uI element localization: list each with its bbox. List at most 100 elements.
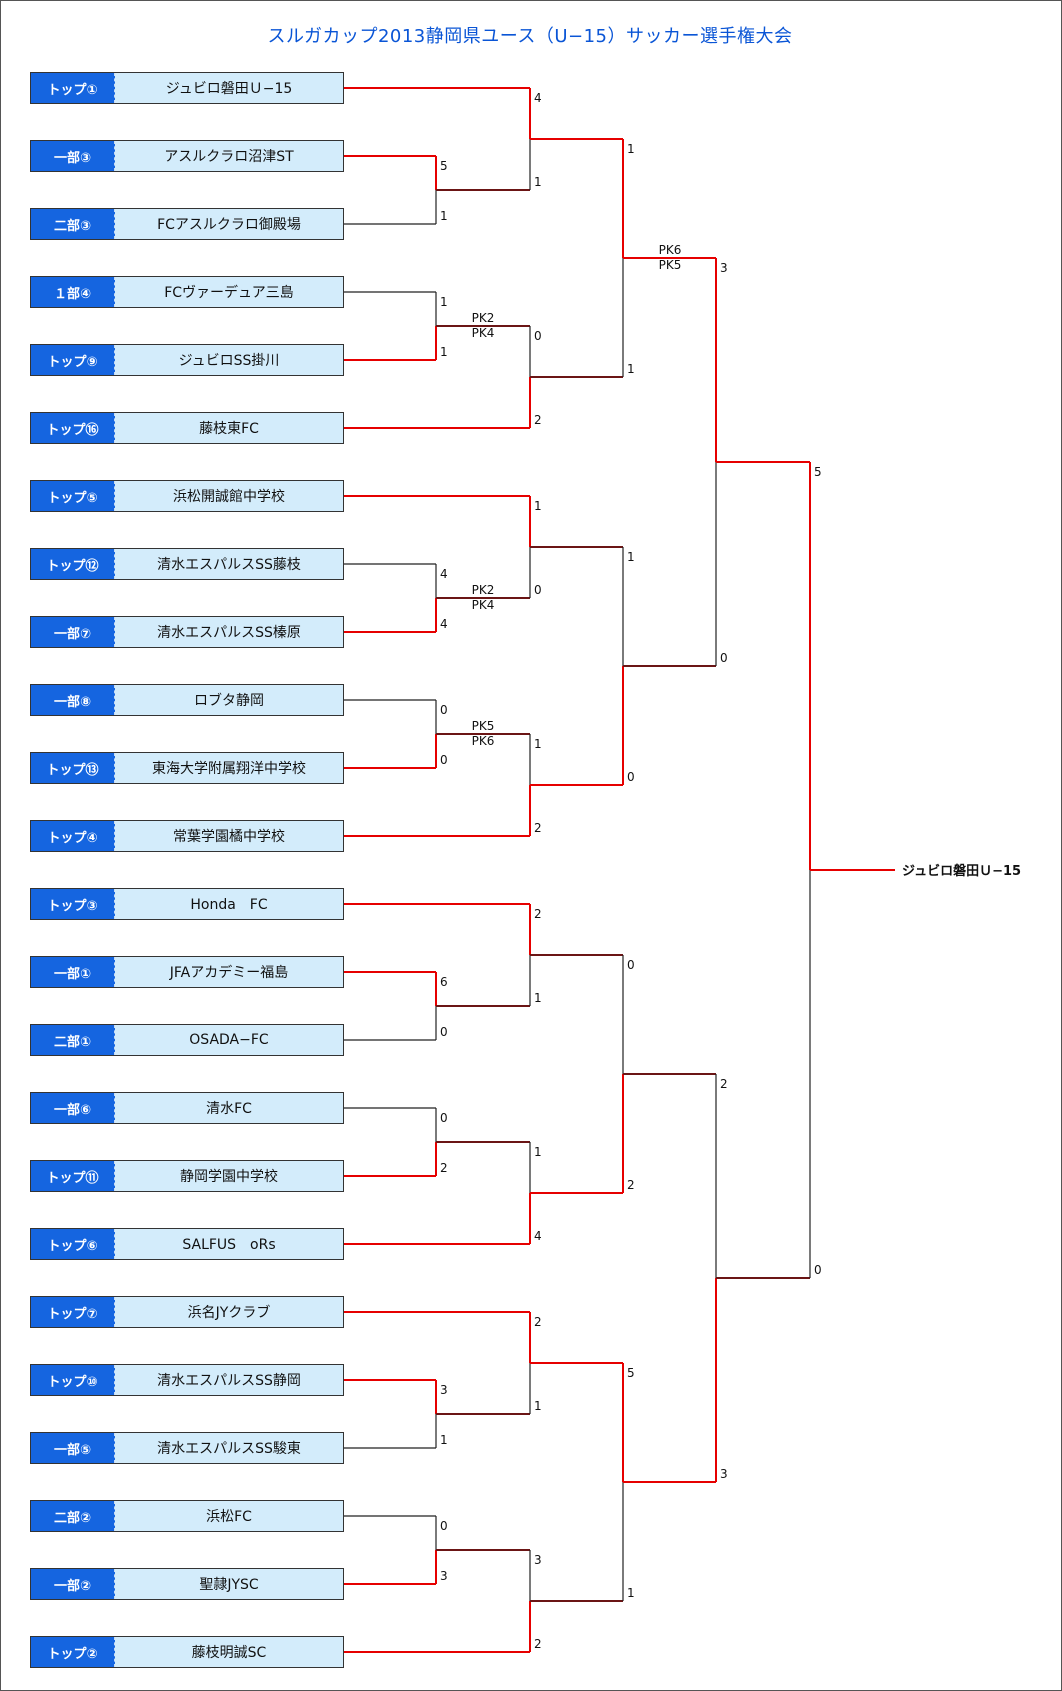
r3-match-score-top: 1 [627, 550, 635, 564]
team-row: 一部① JFAアカデミー福島 [30, 956, 344, 988]
team-row: トップ⑯ 藤枝東FC [30, 412, 344, 444]
team-seed: トップ② [31, 1637, 115, 1667]
r3-match-score-top: 1 [627, 142, 635, 156]
r1-match-score-top: 0 [440, 1519, 448, 1533]
team-name: 東海大学附属翔洋中学校 [152, 761, 306, 777]
r4-match-score-bottom: 0 [720, 651, 728, 665]
r1-match-score-top: 5 [440, 159, 448, 173]
team-row: トップ⑪ 静岡学園中学校 [30, 1160, 344, 1192]
r4-match-score-top: 3 [720, 261, 728, 275]
team-seed: 二部② [31, 1501, 115, 1531]
r2-match-score-top: 1 [534, 499, 542, 513]
team-name: OSADA−FC [189, 1032, 269, 1048]
pk-label-top: PK6 [658, 243, 682, 257]
team-name: JFAアカデミー福島 [169, 965, 289, 981]
r2-match-score-bottom: 2 [534, 413, 542, 427]
team-row: １部④ FCヴァーデュア三島 [30, 276, 344, 308]
team-seed: 一部⑤ [31, 1433, 115, 1463]
team-seed: 一部② [31, 1569, 115, 1599]
r2-match-score-top: 1 [534, 1145, 542, 1159]
team-name: Honda FC [190, 897, 268, 913]
team-seed: トップ⑬ [31, 753, 115, 783]
r2-match-score-top: 4 [534, 91, 542, 105]
r2-match-score-bottom: 4 [534, 1229, 542, 1243]
team-seed: 二部① [31, 1025, 115, 1055]
r3-match-score-bottom: 2 [627, 1178, 635, 1192]
r1-match-score-top: 1 [440, 295, 448, 309]
r3-match-score-bottom: 1 [627, 362, 635, 376]
team-seed: 二部③ [31, 209, 115, 239]
team-seed: トップ⑥ [31, 1229, 115, 1259]
pk-label-bottom: PK6 [471, 734, 495, 748]
team-name: ジュビロ磐田Ｕ−15 [165, 81, 293, 97]
r1-match-score-bottom: 1 [440, 209, 448, 223]
r2-match-score-top: 2 [534, 907, 542, 921]
r1-match-score-bottom: 2 [440, 1161, 448, 1175]
r2-match-score-top: 0 [534, 329, 542, 343]
team-name: FCアスルクラロ御殿場 [157, 217, 301, 233]
team-row: 二部② 浜松FC [30, 1500, 344, 1532]
team-seed: 一部③ [31, 141, 115, 171]
r1-match-score-bottom: 1 [440, 1433, 448, 1447]
r1-match-score-bottom: 1 [440, 345, 448, 359]
r1-match-score-bottom: 0 [440, 1025, 448, 1039]
team-seed: トップ① [31, 73, 115, 103]
team-name: FCヴァーデュア三島 [164, 285, 294, 301]
team-row: 一部③ アスルクラロ沼津ST [30, 140, 344, 172]
r2-match-score-bottom: 1 [534, 175, 542, 189]
r2-match-score-bottom: 1 [534, 1399, 542, 1413]
team-name: アスルクラロ沼津ST [164, 149, 294, 165]
pk-label-top: PK2 [471, 311, 495, 325]
pk-label-bottom: PK4 [471, 598, 495, 612]
team-name: 藤枝東FC [199, 421, 259, 437]
team-name: 清水エスパルスSS藤枝 [157, 557, 301, 573]
team-seed: トップ⑯ [31, 413, 115, 443]
champion-label: ジュビロ磐田Ｕ−15 [902, 864, 1022, 879]
team-row: 一部⑤ 清水エスパルスSS駿東 [30, 1432, 344, 1464]
r3-match-score-top: 0 [627, 958, 635, 972]
team-name: ロブタ静岡 [194, 693, 264, 709]
team-row: トップ⑤ 浜松開誠館中学校 [30, 480, 344, 512]
team-name: 静岡学園中学校 [180, 1169, 278, 1185]
r1-match-score-top: 6 [440, 975, 448, 989]
team-name: 浜松開誠館中学校 [173, 489, 285, 505]
team-name: 浜名JYクラブ [187, 1305, 271, 1321]
team-row: 一部⑥ 清水FC [30, 1092, 344, 1124]
team-name: 清水FC [206, 1101, 252, 1117]
r2-match-score-bottom: 2 [534, 1637, 542, 1651]
pk-label-bottom: PK4 [471, 326, 495, 340]
team-seed: トップ⑦ [31, 1297, 115, 1327]
r2-match-score-top: 3 [534, 1553, 542, 1567]
team-seed: 一部⑥ [31, 1093, 115, 1123]
team-seed: トップ⑤ [31, 481, 115, 511]
team-name: ジュビロSS掛川 [178, 353, 280, 369]
r3-match-score-top: 5 [627, 1366, 635, 1380]
team-name: 清水エスパルスSS駿東 [157, 1441, 301, 1457]
team-seed: 一部⑧ [31, 685, 115, 715]
team-seed: １部④ [31, 277, 115, 307]
r2-match-score-bottom: 2 [534, 821, 542, 835]
team-row: トップ⑬ 東海大学附属翔洋中学校 [30, 752, 344, 784]
r4-match-score-top: 2 [720, 1077, 728, 1091]
team-row: 一部⑧ ロブタ静岡 [30, 684, 344, 716]
team-row: トップ⑦ 浜名JYクラブ [30, 1296, 344, 1328]
team-name: 浜松FC [206, 1509, 252, 1525]
team-seed: 一部① [31, 957, 115, 987]
r2-match-score-top: 2 [534, 1315, 542, 1329]
r1-match-score-bottom: 4 [440, 617, 448, 631]
team-seed: トップ④ [31, 821, 115, 851]
page-title: スルガカップ2013静岡県ユース（U−15）サッカー選手権大会 [267, 26, 793, 47]
pk-label-bottom: PK5 [658, 258, 682, 272]
team-seed: トップ⑪ [31, 1161, 115, 1191]
r4-match-score-bottom: 3 [720, 1467, 728, 1481]
r1-match-score-top: 0 [440, 703, 448, 717]
